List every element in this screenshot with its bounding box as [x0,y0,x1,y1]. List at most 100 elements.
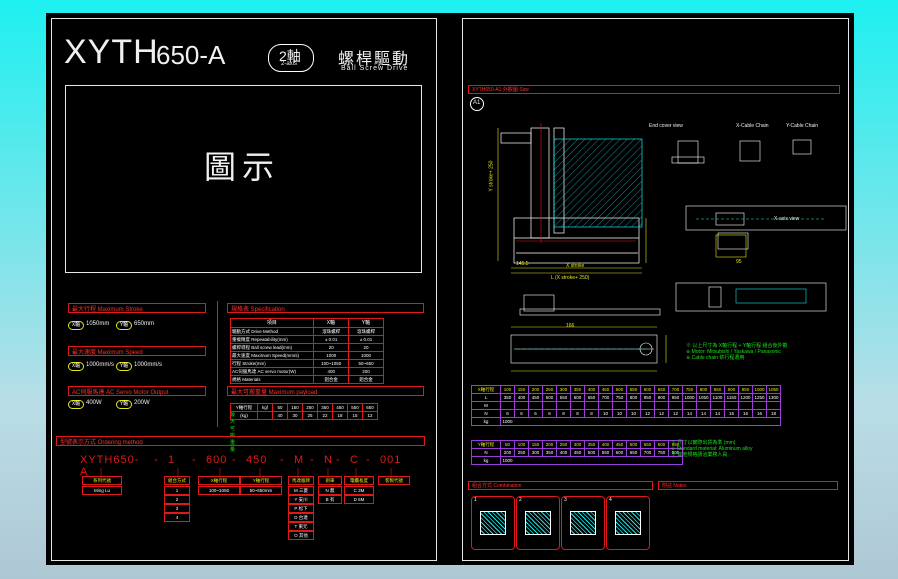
payload-cell: 40 [272,412,287,419]
order-code-sep: - [336,454,340,466]
order-option-value: O 其他 [288,531,314,540]
dim-cell [640,402,654,409]
dim-cell: 500 [584,449,598,456]
order-option-label: 剎車 [318,476,342,485]
green-note: ※ 尺寸以實際出貨為準 (mm) [671,440,736,446]
order-code-part: 600 [206,454,228,466]
spec-cell: 規格 Materials [232,377,261,382]
dim-cell: 10 [598,410,612,417]
order-option-label: 馬達廠牌 [288,476,314,485]
spec-cell: AC伺服馬達 AC servo motor(W) [232,369,297,374]
dim-cell: 6 [542,410,556,417]
spec-cell: 驅動方式 Drive Method [232,329,279,334]
drawing-note: ※ Cable chain 依行程選用 [686,355,745,361]
drawing-sheet: XYTH 650-A 2軸 2-axis 螺桿驅動 Ball Screw Dri… [46,13,854,565]
order-option-value: B 有 [318,495,342,504]
speed-y-pill: Y軸 [116,362,132,371]
dim-cell: N [484,450,488,455]
dim-cell: 600 [570,394,584,401]
order-option-value: 100~1050 [198,486,240,495]
order-code-sep: - [154,454,158,466]
dim-cell: 6 [500,410,514,417]
dim-cell: 16 [752,410,766,417]
dim-cell: 8 [584,410,598,417]
payload-cell: 25 [302,412,317,419]
dim-cell: 950 [738,386,752,393]
dim-cell: 12 [668,410,682,417]
dim-cell [654,402,668,409]
dim-cell: 12 [654,410,668,417]
dim-cell: 50 [500,441,514,448]
order-option-value: 50~650mm [240,486,282,495]
dim-cell: 450 [612,441,626,448]
dim-cell: 500 [542,394,556,401]
dim-cell: 400 [598,441,612,448]
spec-cell: 鋁合金 [348,376,383,383]
dim-cell: 12 [640,410,654,417]
spec-col-header: X軸 [312,319,348,327]
drawing-note: ※ Motor: Mitsubishi / Yaskawa / Panasoni… [686,349,781,355]
spec-cell: ± 0.01 [348,336,383,343]
dim-x-stroke: X stroke [566,263,585,269]
order-code-part: N [324,454,333,466]
dim-cell: 700 [668,386,682,393]
order-header: 型號表示方式 Ordering method [60,440,143,446]
side-view-2: X-Cable Chain [736,123,769,129]
dim-cell: 300 [556,386,570,393]
product-title: XYTH [64,33,159,71]
dim-cell: M [484,403,488,408]
dim-cell [612,402,626,409]
payload-cell: 350 [317,404,332,411]
dim-cell: 500 [626,441,640,448]
dim-cell: 18 [766,410,780,417]
dim-cell: kg [483,419,489,424]
dim-cell: Y軸行程 [477,442,495,447]
product-model: 650-A [156,40,226,70]
dim-cell: 500 [612,386,626,393]
spec-cell: 100~1050 [313,360,348,367]
image-placeholder-text: 圖示 [204,149,281,185]
combo-item: 1 [471,496,515,550]
dim-cell [752,402,766,409]
order-code-sep: - [366,454,370,466]
order-option-value: 3 [164,504,190,513]
dim-cell: 10 [612,410,626,417]
order-code-sep: - [280,454,284,466]
dim-cell: 350 [584,441,598,448]
motor-x-pill: X軸 [68,400,84,409]
dim-cell: 650 [584,394,598,401]
payload-header: 最大可搬重量 Maximum payload [231,390,318,396]
dim-cell [682,402,696,409]
motor-y-pill: Y軸 [116,400,132,409]
axis-view-label: X-axis view [774,216,800,222]
order-option-label: X軸行程 [198,476,240,485]
right-panel-frame [462,18,849,561]
dim-cell: N [484,411,488,416]
dim-small-2: 166 [566,323,575,329]
dim-cell: 750 [612,394,626,401]
dim-cell: 400 [556,449,570,456]
dim-cell: 100 [500,386,514,393]
speed-x-value: 1000mm/s [86,362,115,368]
dim-cell: 550 [626,386,640,393]
size-title-box: XYTH650-A1 外觀圖 Size [468,85,840,94]
payload-cell: 250 [302,404,317,411]
order-option-value: D 5M [344,495,374,504]
dim-cell: 650 [668,441,682,448]
dim-cell: 350 [570,386,584,393]
combo-item-label: 4 [609,497,612,503]
speed-y-value: 1000mm/s [134,362,163,368]
dim-cell: 10 [626,410,640,417]
dim-cell [598,402,612,409]
spec-divider [217,301,218,427]
speed-header: 最大速度 Maximum Speed [72,350,143,356]
dim-cell: 200 [500,449,514,456]
side-view-3: Y-Cable Chain [786,123,819,129]
